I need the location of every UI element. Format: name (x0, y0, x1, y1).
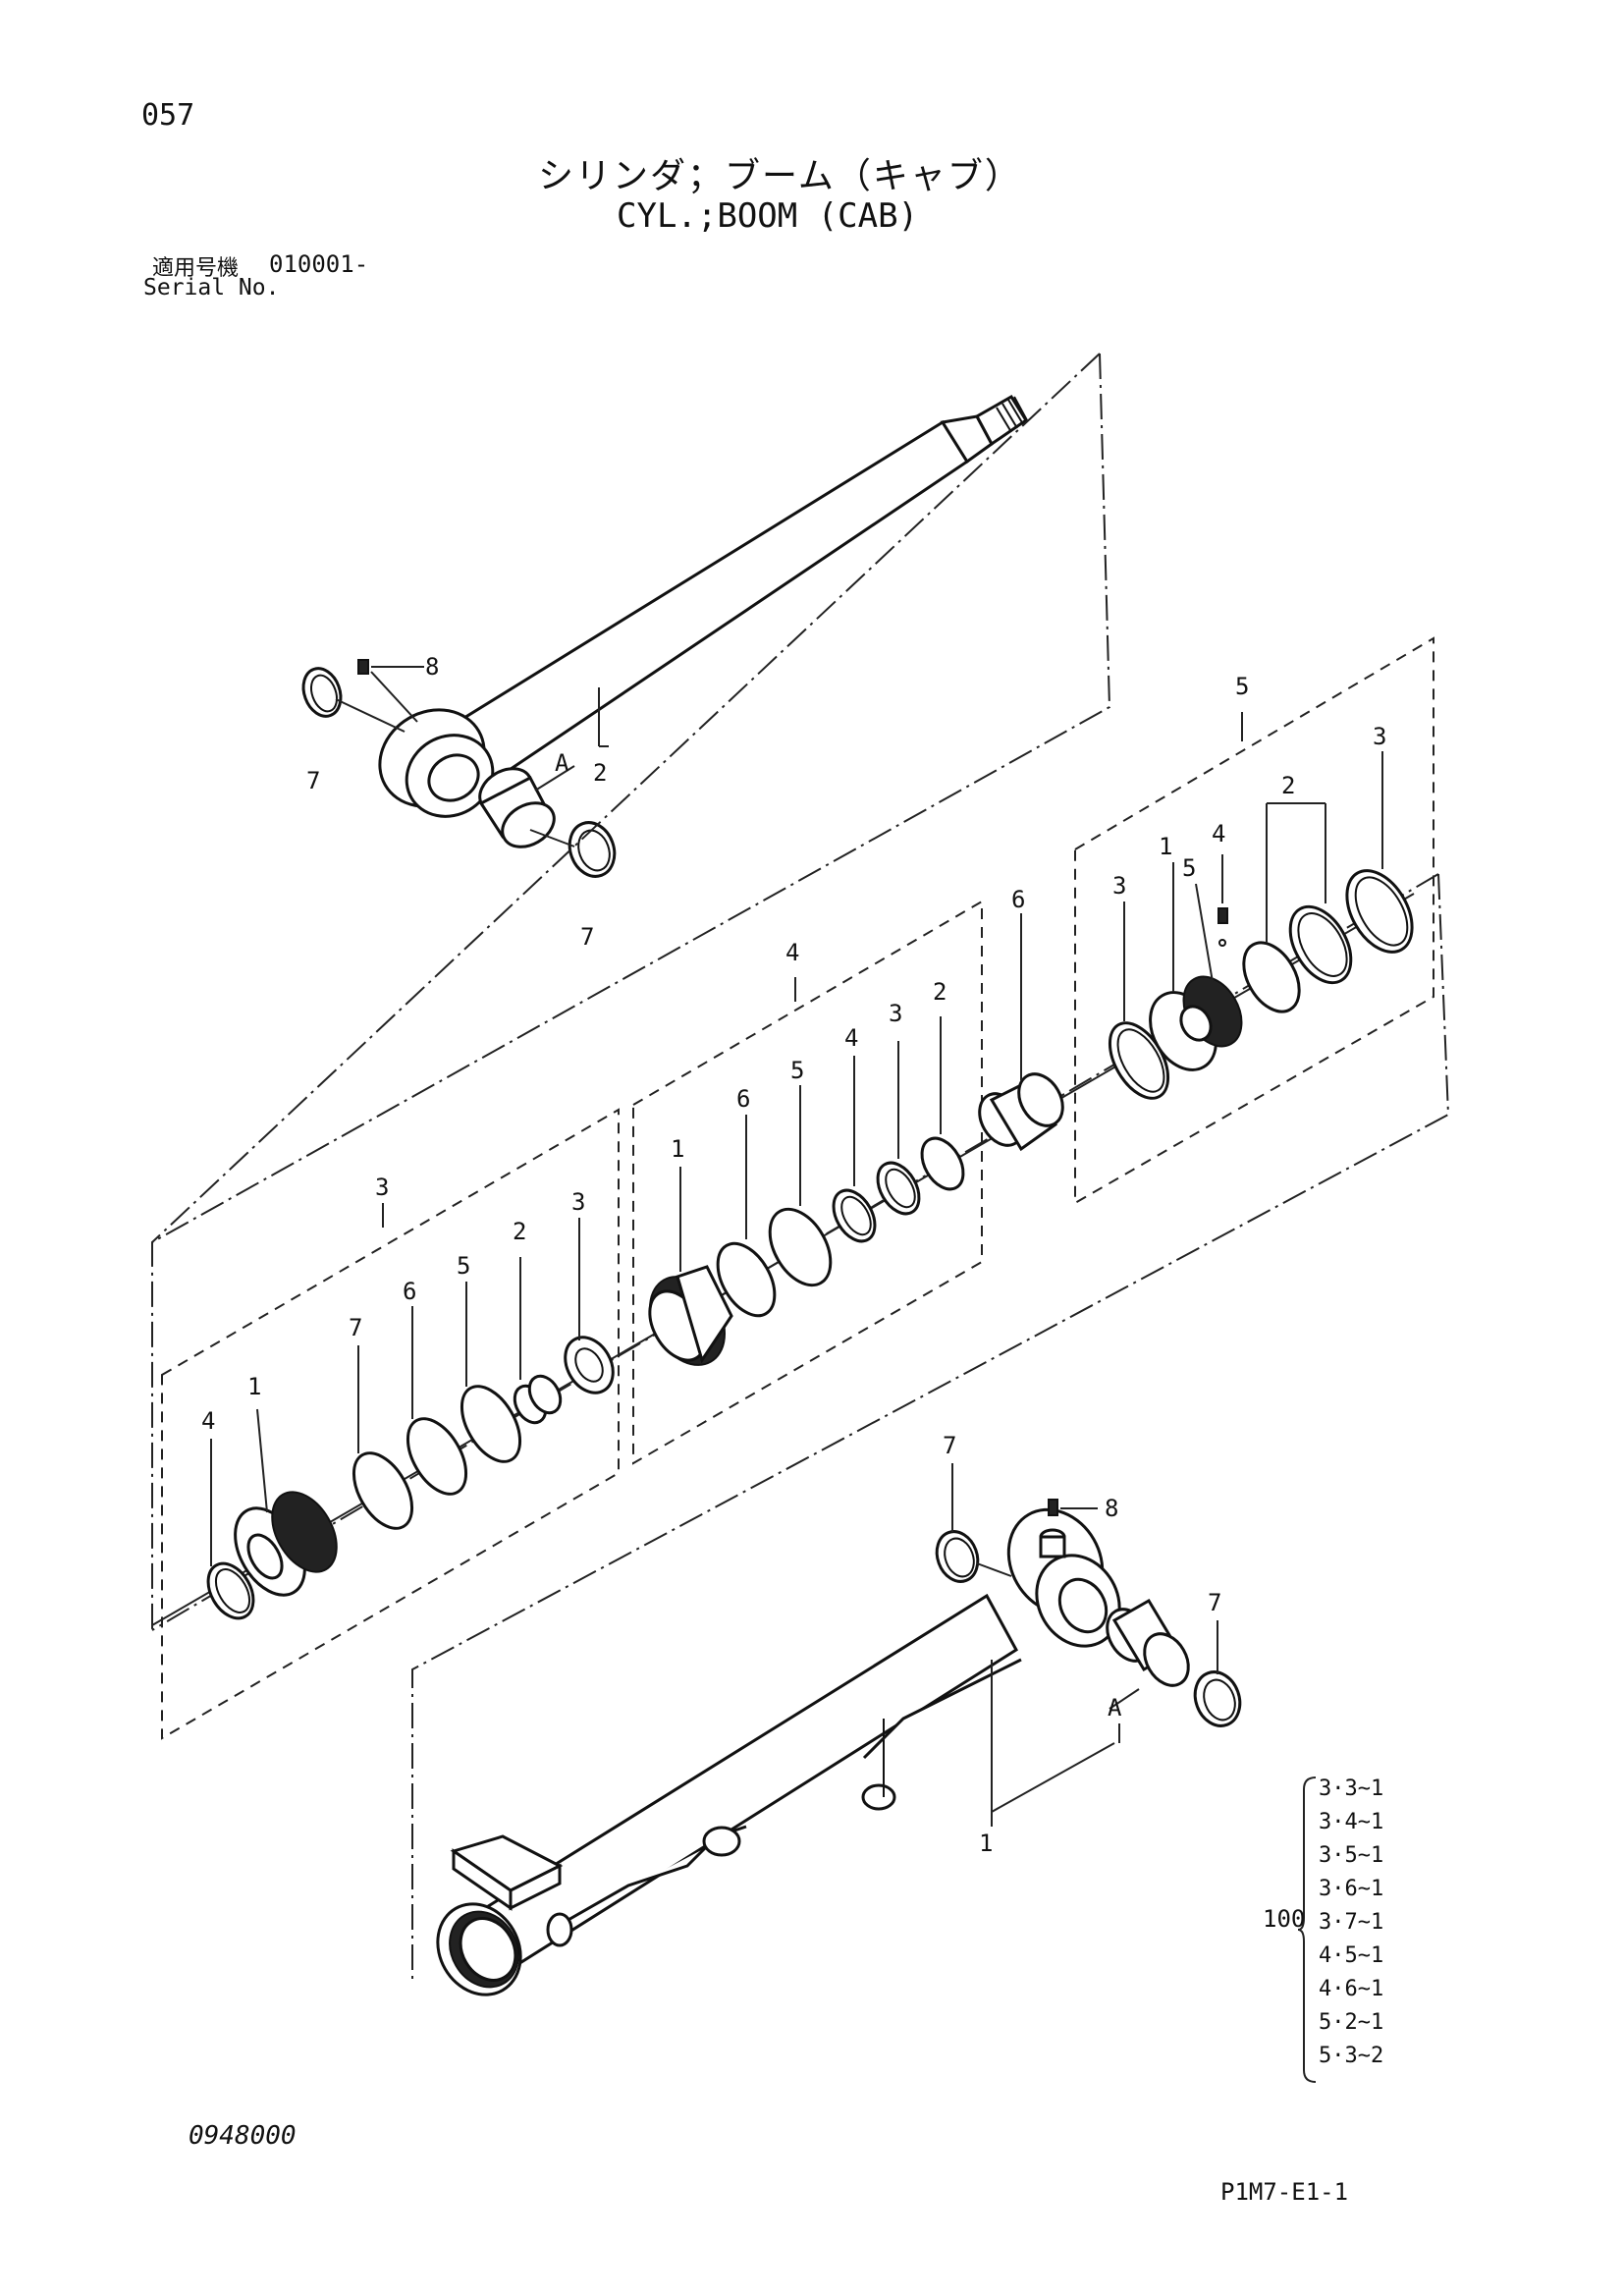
rod-assembly-boundary (151, 353, 1111, 1630)
cylinder-tube-drawing (436, 1463, 1242, 1996)
kit-number: 100 (1263, 1905, 1306, 1933)
callout-piston-2: 2 (933, 978, 947, 1006)
page-number: 057 (141, 98, 195, 133)
callout-spacer: 6 (1011, 886, 1025, 913)
callout-piston-3: 3 (889, 1000, 902, 1027)
callout-rod-bushing: A (555, 749, 569, 777)
callout-nut-5: 5 (1182, 854, 1196, 882)
kit-item: 3·5~1 (1319, 1843, 1384, 1868)
gland-group-drawing (206, 1203, 615, 1620)
callout-piston-5: 5 (790, 1057, 804, 1084)
kit-item: 4·6~1 (1319, 1977, 1384, 2001)
callout-gland-5: 5 (457, 1252, 470, 1280)
grease-fitting-icon (357, 659, 369, 675)
callout-tube-assy: 1 (979, 1830, 993, 1857)
callout-gland-4: 4 (201, 1407, 215, 1435)
callout-rod-assy: 2 (593, 759, 607, 787)
callout-nut-1: 1 (1159, 833, 1172, 860)
callout-nut-3a: 3 (1112, 872, 1126, 900)
kit-contents-list: 3·3~1 3·4~1 3·5~1 3·6~1 3·7~1 4·5~1 4·6~… (1319, 1773, 1383, 2073)
kit-item: 4·5~1 (1319, 1943, 1384, 1968)
callout-kit-piston: 4 (785, 939, 799, 966)
callout-gland-6: 6 (403, 1278, 416, 1305)
serial-label-english: Serial No. (143, 275, 280, 301)
callout-rod-ring-left: 7 (306, 767, 320, 794)
serial-label-japanese: 適用号機 (152, 256, 240, 281)
callout-rod-ring-right: 7 (580, 923, 594, 951)
callout-piston-1: 1 (671, 1135, 684, 1163)
kit-5-box (1074, 636, 1434, 1205)
callout-tube-grease: 8 (1105, 1495, 1118, 1522)
kit-item: 5·2~1 (1319, 2010, 1384, 2035)
callout-tube-bushing: A (1108, 1694, 1122, 1722)
callout-gland-7: 7 (349, 1314, 362, 1341)
kit-item: 3·3~1 (1319, 1777, 1384, 1801)
kit-item: 3·6~1 (1319, 1877, 1384, 1901)
piston-group-drawing (648, 977, 965, 1366)
callout-nut-4: 4 (1212, 820, 1225, 847)
kit-brace (1297, 1777, 1317, 2083)
kit-4-box (632, 900, 983, 1465)
callout-kit-nut: 5 (1235, 673, 1249, 700)
callout-kit-gland: 3 (375, 1174, 389, 1201)
grease-fitting-icon (1048, 1499, 1058, 1516)
kit-3-box (161, 1108, 620, 1740)
page-code: P1M7-E1-1 (1220, 2178, 1349, 2206)
kit-item: 3·7~1 (1319, 1910, 1384, 1935)
callout-gland-2: 2 (513, 1218, 526, 1245)
serial-value: 010001- (269, 250, 369, 278)
spacer-drawing (978, 913, 1064, 1152)
callout-tube-ring-right: 7 (1208, 1589, 1221, 1616)
title-japanese: シリンダ；ブーム（キャブ） (538, 156, 1022, 196)
callout-rod-grease: 8 (425, 653, 439, 681)
drawing-number: 0948000 (189, 2121, 297, 2151)
piston-rod-drawing (301, 394, 1029, 878)
title-english: CYL.;BOOM (CAB) (617, 196, 919, 236)
kit-item: 5·3~2 (1319, 2044, 1384, 2068)
callout-piston-6: 6 (736, 1085, 750, 1113)
callout-piston-4: 4 (844, 1024, 858, 1052)
nut-group-drawing (1108, 712, 1414, 1100)
kit-item: 3·4~1 (1319, 1810, 1384, 1834)
tube-assembly-boundary (411, 873, 1450, 1979)
callout-gland-3: 3 (571, 1188, 585, 1216)
callout-nut-2: 2 (1281, 772, 1295, 799)
callout-gland-1: 1 (247, 1373, 261, 1400)
callout-tube-ring-top: 7 (943, 1432, 956, 1459)
callout-nut-3b: 3 (1373, 723, 1386, 750)
